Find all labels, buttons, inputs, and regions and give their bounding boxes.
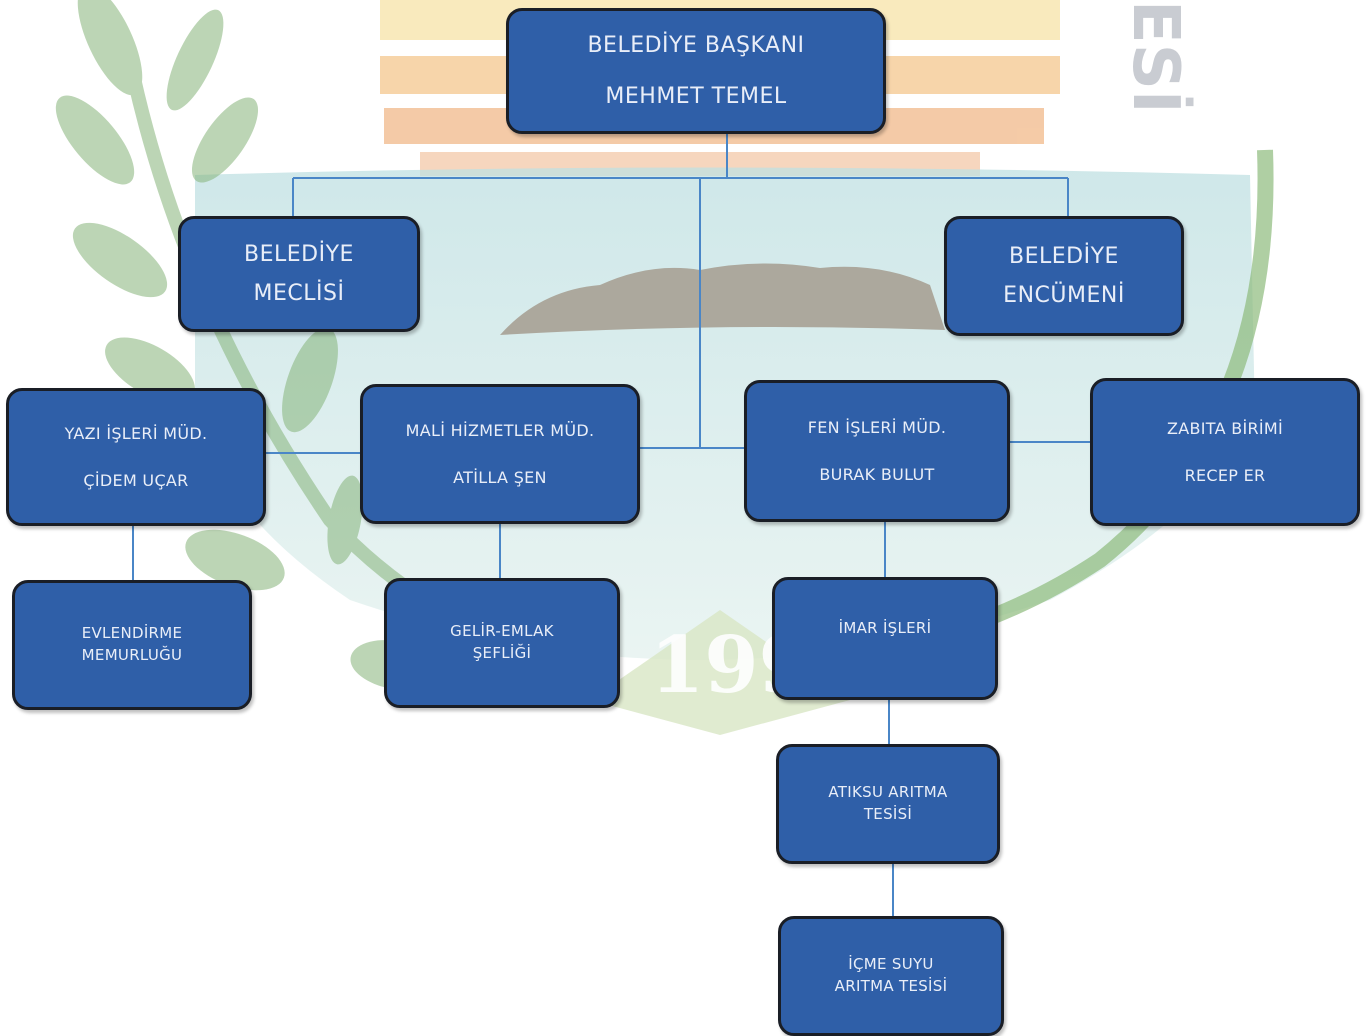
node-yazi-isleri: YAZI İŞLERİ MÜD. ÇİDEM UÇAR <box>6 388 266 526</box>
node-icme-suyu-line2: ARITMA TESİSİ <box>834 977 948 995</box>
rock <box>500 263 945 335</box>
node-fen-isleri-title: FEN İŞLERİ MÜD. <box>807 418 947 437</box>
node-fen-isleri-name: BURAK BULUT <box>819 465 935 484</box>
node-mayor: BELEDİYE BAŞKANI MEHMET TEMEL <box>506 8 886 134</box>
node-gelir-emlak: GELİR-EMLAK ŞEFLİĞİ <box>384 578 620 708</box>
node-committee-line2: ENCÜMENİ <box>1003 283 1125 308</box>
node-zabita-title: ZABITA BİRİMİ <box>1166 419 1284 438</box>
node-icme-suyu-line1: İÇME SUYU <box>848 955 934 974</box>
node-fen-isleri: FEN İŞLERİ MÜD. BURAK BULUT <box>744 380 1010 522</box>
seal-diamond <box>590 610 850 735</box>
node-yazi-isleri-title: YAZI İŞLERİ MÜD. <box>64 424 208 443</box>
node-zabita-name: RECEP ER <box>1184 466 1266 485</box>
node-committee-line1: BELEDİYE <box>1009 243 1119 269</box>
node-committee: BELEDİYE ENCÜMENİ <box>944 216 1184 336</box>
node-gelir-emlak-line2: ŞEFLİĞİ <box>472 644 532 662</box>
node-mayor-title: BELEDİYE BAŞKANI <box>587 32 805 58</box>
node-atiksu-line2: TESİSİ <box>863 805 913 823</box>
node-zabita: ZABITA BİRİMİ RECEP ER <box>1090 378 1360 526</box>
node-atiksu: ATIKSU ARITMA TESİSİ <box>776 744 1000 864</box>
node-evlendirme: EVLENDİRME MEMURLUĞU <box>12 580 252 710</box>
node-yazi-isleri-name: ÇİDEM UÇAR <box>83 471 189 490</box>
node-imar: İMAR İŞLERİ <box>772 577 998 700</box>
node-mayor-name: MEHMET TEMEL <box>605 84 787 109</box>
node-mali-hizmetler-name: ATİLLA ŞEN <box>453 468 547 487</box>
node-mali-hizmetler: MALİ HİZMETLER MÜD. ATİLLA ŞEN <box>360 384 640 524</box>
node-imar-title: İMAR İŞLERİ <box>838 619 932 637</box>
node-council: BELEDİYE MECLİSİ <box>178 216 420 332</box>
node-mali-hizmetler-title: MALİ HİZMETLER MÜD. <box>405 421 595 440</box>
node-council-line2: MECLİSİ <box>253 281 345 306</box>
node-evlendirme-line1: EVLENDİRME <box>81 624 183 643</box>
node-gelir-emlak-line1: GELİR-EMLAK <box>450 622 554 641</box>
node-council-line1: BELEDİYE <box>244 241 354 267</box>
node-atiksu-line1: ATIKSU ARITMA <box>828 783 948 802</box>
node-evlendirme-line2: MEMURLUĞU <box>81 646 183 664</box>
node-icme-suyu: İÇME SUYU ARITMA TESİSİ <box>778 916 1004 1036</box>
